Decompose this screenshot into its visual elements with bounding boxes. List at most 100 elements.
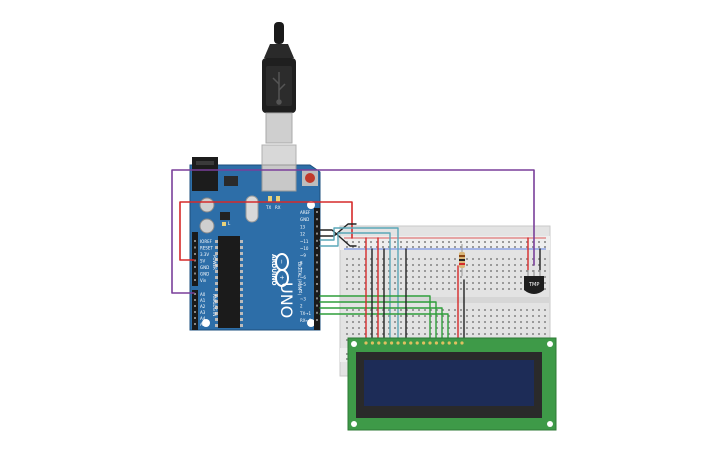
lcd-pin-16[interactable] [460, 341, 464, 345]
digital-pin-label-hole-8[interactable] [316, 268, 318, 271]
lcd-pin-9[interactable] [415, 341, 419, 345]
digital-pin-label-7: 8 [300, 260, 303, 265]
wire-black-gnd[interactable] [319, 229, 357, 247]
power-pin-label-1: RESET [200, 246, 213, 251]
digital-pin-label-2: 13 [300, 224, 306, 229]
analog-pin-label-hole-2[interactable] [194, 305, 196, 307]
lcd-pin-5[interactable] [390, 341, 394, 345]
digital-pin-label-5: ~10 [300, 246, 309, 251]
digital-pin-label-4: ~11 [300, 239, 309, 244]
lcd-pin-1[interactable] [364, 341, 368, 345]
digital-pin-label-hole-7[interactable] [316, 261, 318, 264]
digital-pin-label-hole-0[interactable] [316, 211, 318, 213]
lcd-pin-11[interactable] [428, 341, 432, 345]
resistor[interactable] [459, 244, 465, 276]
digital-pin-label-13: 2 [300, 304, 303, 309]
digital-pin-label-hole-9[interactable] [316, 275, 318, 278]
power-pin-label-hole-2[interactable] [194, 253, 196, 255]
digital-pin-label-12: ~3 [300, 296, 306, 301]
digital-pin-label-hole-15[interactable] [316, 319, 318, 321]
digital-pin-label-hole-3[interactable] [316, 232, 318, 235]
digital-pin-label-hole-14[interactable] [316, 311, 318, 314]
wire-teal-1[interactable] [319, 227, 399, 343]
arduino-logo: − + [275, 253, 289, 287]
power-pin-label-6: Vin [200, 278, 207, 283]
lcd-pin-12[interactable] [434, 341, 438, 345]
power-pin-label-hole-5[interactable] [194, 272, 196, 275]
analog-pin-label-hole-1[interactable] [194, 299, 196, 301]
usb-cable[interactable] [261, 22, 297, 168]
led-label-l: L [228, 221, 231, 226]
wires [171, 169, 541, 343]
digital-pin-label-hole-10[interactable] [316, 283, 318, 285]
digital-pin-label-8: 7 [300, 268, 303, 273]
lcd-screen [364, 360, 534, 406]
digital-pin-label-hole-6[interactable] [316, 254, 318, 257]
led-label-rx: RX [275, 205, 281, 210]
lcd-pin-15[interactable] [454, 341, 458, 345]
status-leds: TX RX L [222, 196, 281, 226]
digital-pin-label-hole-1[interactable] [316, 218, 318, 221]
wire-red-5v[interactable] [179, 201, 353, 261]
arduino-uno-board[interactable]: TX RX L − + ARDUINO UNO IOREFRESET3.3V5V… [189, 157, 321, 331]
power-pin-label-hole-3[interactable] [194, 259, 196, 262]
analog-pin-label-1: A1 [200, 298, 206, 303]
analog-pin-label-hole-5[interactable] [194, 323, 196, 325]
lcd-pin-13[interactable] [441, 341, 445, 345]
model-label: UNO [277, 282, 296, 318]
digital-pin-label-hole-13[interactable] [316, 304, 318, 307]
digital-pin-label-hole-11[interactable] [316, 290, 318, 293]
analog-pin-label-2: A2 [200, 304, 206, 309]
wire-black-2[interactable] [319, 223, 357, 237]
usb-icon [272, 72, 286, 105]
temperature-sensor[interactable]: TMP [524, 270, 544, 294]
lcd-pin-14[interactable] [447, 341, 451, 345]
wire-green-3[interactable] [319, 307, 443, 343]
lcd-pin-3[interactable] [377, 341, 381, 345]
lcd-pin-2[interactable] [370, 341, 374, 345]
atmega-chip [218, 236, 240, 328]
lcd-pin-8[interactable] [409, 341, 413, 345]
wire-teal-2[interactable] [319, 232, 391, 343]
lcd-pin-7[interactable] [402, 341, 406, 345]
analog-header[interactable] [192, 290, 198, 330]
analog-pin-label-4: A4 [200, 316, 206, 321]
power-pin-label-hole-6[interactable] [194, 279, 196, 281]
chip-pins [215, 240, 243, 327]
analog-section-label: ANALOG IN [212, 294, 217, 316]
digital-pin-label-hole-12[interactable] [316, 297, 318, 300]
wire-green-4[interactable] [319, 313, 449, 343]
digital-pin-label-0: AREF [300, 210, 311, 215]
brand-label: ARDUINO [270, 254, 277, 285]
led-label-tx: TX [265, 205, 271, 210]
digital-pin-label-hole-2[interactable] [316, 225, 318, 228]
analog-pin-label-hole-4[interactable] [194, 317, 196, 319]
lcd-pin-10[interactable] [422, 341, 426, 345]
crystal [245, 195, 259, 223]
analog-pin-label-0: A0 [200, 292, 206, 297]
wire-green-1[interactable] [319, 295, 431, 343]
power-pin-label-5: GND [200, 272, 209, 277]
power-pin-label-hole-0[interactable] [194, 240, 196, 242]
power-header[interactable] [192, 232, 198, 286]
digital-pin-label-6: ~9 [300, 253, 306, 258]
sensor-label: TMP [528, 282, 539, 288]
digital-pin-label-3: 12 [300, 232, 306, 237]
wire-green-2[interactable] [319, 301, 437, 343]
lcd-pin-6[interactable] [396, 341, 400, 345]
wire-purple[interactable] [171, 169, 535, 294]
digital-pin-label-hole-4[interactable] [316, 239, 318, 242]
lcd-pin-4[interactable] [383, 341, 387, 345]
power-pin-label-hole-4[interactable] [194, 266, 196, 268]
usb-socket[interactable] [261, 164, 297, 192]
power-pin-label-2: 3.3V [200, 252, 209, 257]
analog-pin-label-hole-0[interactable] [194, 293, 196, 295]
power-pin-label-hole-1[interactable] [194, 246, 196, 249]
lcd-16x2[interactable] [347, 337, 557, 431]
analog-pin-label-hole-3[interactable] [194, 311, 196, 313]
digital-pin-label-hole-5[interactable] [316, 247, 318, 249]
